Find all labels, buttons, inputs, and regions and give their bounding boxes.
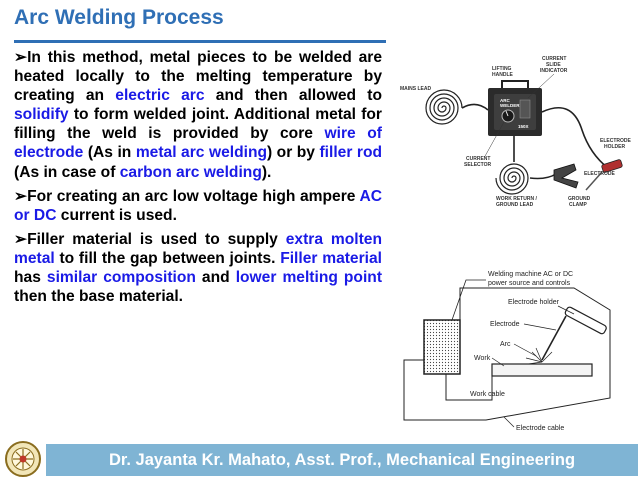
electrode-lead: [541, 107, 609, 169]
highlighted-term: lower melting point: [235, 269, 383, 287]
electrode-holder-shape: [564, 306, 607, 335]
mains-lead-wire: [461, 103, 489, 111]
bullet-text: to fill the gap between joints.: [54, 249, 281, 267]
electrode-shape: [541, 315, 567, 361]
current-indicator: [519, 99, 531, 119]
work-return-label-1: WORK RETURN /: [496, 196, 537, 202]
electrode-holder-label-1: ELECTRODE: [600, 138, 632, 144]
title-underline: [14, 40, 386, 43]
welder-model: 150X: [518, 124, 529, 129]
mains-lead-coil: [425, 89, 463, 125]
highlighted-term: metal arc welding: [135, 144, 267, 162]
footer: Dr. Jayanta Kr. Mahato, Asst. Prof., Mec…: [0, 438, 638, 478]
current-slide-label-2: SLIDE: [546, 62, 561, 68]
electrode-cable: [403, 287, 611, 421]
electrode-holder-leader: [557, 305, 575, 315]
electrode-holder-label-2: HOLDER: [604, 144, 626, 150]
electrode-cable-leader: [503, 416, 515, 428]
bullet-list: ➢In this method, metal pieces to be weld…: [14, 48, 382, 311]
highlighted-term: electric arc: [115, 87, 205, 105]
arc-leader: [513, 343, 537, 357]
bullet-text: and then allowed to: [204, 87, 382, 105]
work-lead-to-clamp: [529, 173, 557, 180]
ground-clamp-label-1: GROUND: [568, 196, 591, 202]
electrode-holder: [601, 159, 623, 173]
arc-sparks: [525, 347, 553, 365]
current-slide-pointer: [527, 73, 555, 99]
work-return-label-2: GROUND LEAD: [496, 202, 534, 208]
current-selector-label-2: SELECTOR: [464, 162, 492, 168]
bullet-text: to form welded joint. Additional metal f…: [14, 106, 382, 143]
work-cable-label: Work cable: [470, 391, 505, 398]
ground-clamp-label-2: CLAMP: [569, 202, 587, 208]
bullet-text: and: [195, 269, 236, 287]
knob-pointer: [505, 110, 509, 117]
mains-lead-label: MAINS LEAD: [400, 86, 432, 92]
arc-label: Arc: [500, 341, 511, 348]
slide-title: Arc Welding Process: [14, 6, 224, 29]
highlighted-term: similar composition: [46, 269, 196, 287]
electrode-holder-label: Electrode holder: [508, 299, 560, 306]
bullet-text: ) or by: [267, 144, 320, 162]
bullet-text: (As in case of: [14, 163, 120, 181]
current-selector-label-1: CURRENT: [466, 156, 490, 162]
highlighted-term: Filler material: [280, 249, 383, 267]
highlighted-term: wire of electrode: [14, 125, 382, 162]
current-slide-label-1: CURRENT: [542, 56, 566, 62]
machine-label-2: power source and controls: [488, 280, 571, 287]
author-credit: Dr. Jayanta Kr. Mahato, Asst. Prof., Mec…: [108, 450, 576, 469]
electrode-cable-label: Electrode cable: [516, 425, 564, 432]
institution-seal-icon: [5, 441, 41, 477]
bullet-text: has: [14, 269, 47, 287]
electrode-leader: [523, 323, 557, 331]
bullet-text: (As in: [83, 144, 136, 162]
bullet-text: ➢Filler material is used to supply: [14, 230, 286, 248]
electrode-label-2: Electrode: [490, 321, 520, 328]
arc-welding-circuit-figure: Welding machine AC or DC power source an…: [403, 271, 611, 432]
power-source-box: [423, 319, 461, 375]
bullet-text: then the base material.: [14, 288, 183, 306]
welder-label-welder: WELDER: [500, 103, 520, 108]
machine-label-1: Welding machine AC or DC: [488, 271, 573, 278]
bullet-text: ➢For creating an arc low voltage high am…: [14, 187, 360, 205]
footer-bar: Dr. Jayanta Kr. Mahato, Asst. Prof., Mec…: [46, 444, 638, 476]
arc-welder-setup-figure: ARC WELDER 150X MAINS LEAD LIFTING HANDL…: [400, 56, 632, 208]
work-label: Work: [474, 355, 491, 362]
bullet-text: ).: [261, 163, 272, 181]
electrode-rod: [585, 171, 603, 191]
lifting-handle: [501, 80, 529, 88]
work-cable: [445, 374, 493, 401]
lifting-handle-label-2: HANDLE: [492, 72, 513, 78]
work-piece: [491, 363, 593, 377]
machine-label-leader: [451, 279, 486, 321]
highlighted-term: solidify: [14, 106, 69, 124]
highlighted-term: AC or DC: [14, 187, 382, 224]
electrode-label: ELECTRODE: [584, 171, 616, 177]
highlighted-term: carbon arc welding: [119, 163, 262, 181]
ground-clamp: [553, 163, 579, 189]
highlighted-term: filler rod: [319, 144, 383, 162]
bullet-2: ➢For creating an arc low voltage high am…: [14, 187, 382, 225]
work-leader: [491, 357, 505, 367]
work-return-coil: [495, 163, 529, 195]
bullet-1: ➢In this method, metal pieces to be weld…: [14, 48, 382, 182]
welder-label-arc: ARC: [500, 98, 510, 103]
bullet-text: ➢In this method, metal pieces to be weld…: [14, 49, 382, 105]
lifting-handle-label-1: LIFTING: [492, 66, 512, 72]
bullet-3: ➢Filler material is used to supply extra…: [14, 230, 382, 306]
current-slide-label-3: INDICATOR: [540, 68, 568, 74]
current-selector-pointer: [483, 121, 505, 159]
highlighted-term: extra molten metal: [14, 230, 382, 267]
bullet-text: current is used.: [56, 206, 177, 224]
